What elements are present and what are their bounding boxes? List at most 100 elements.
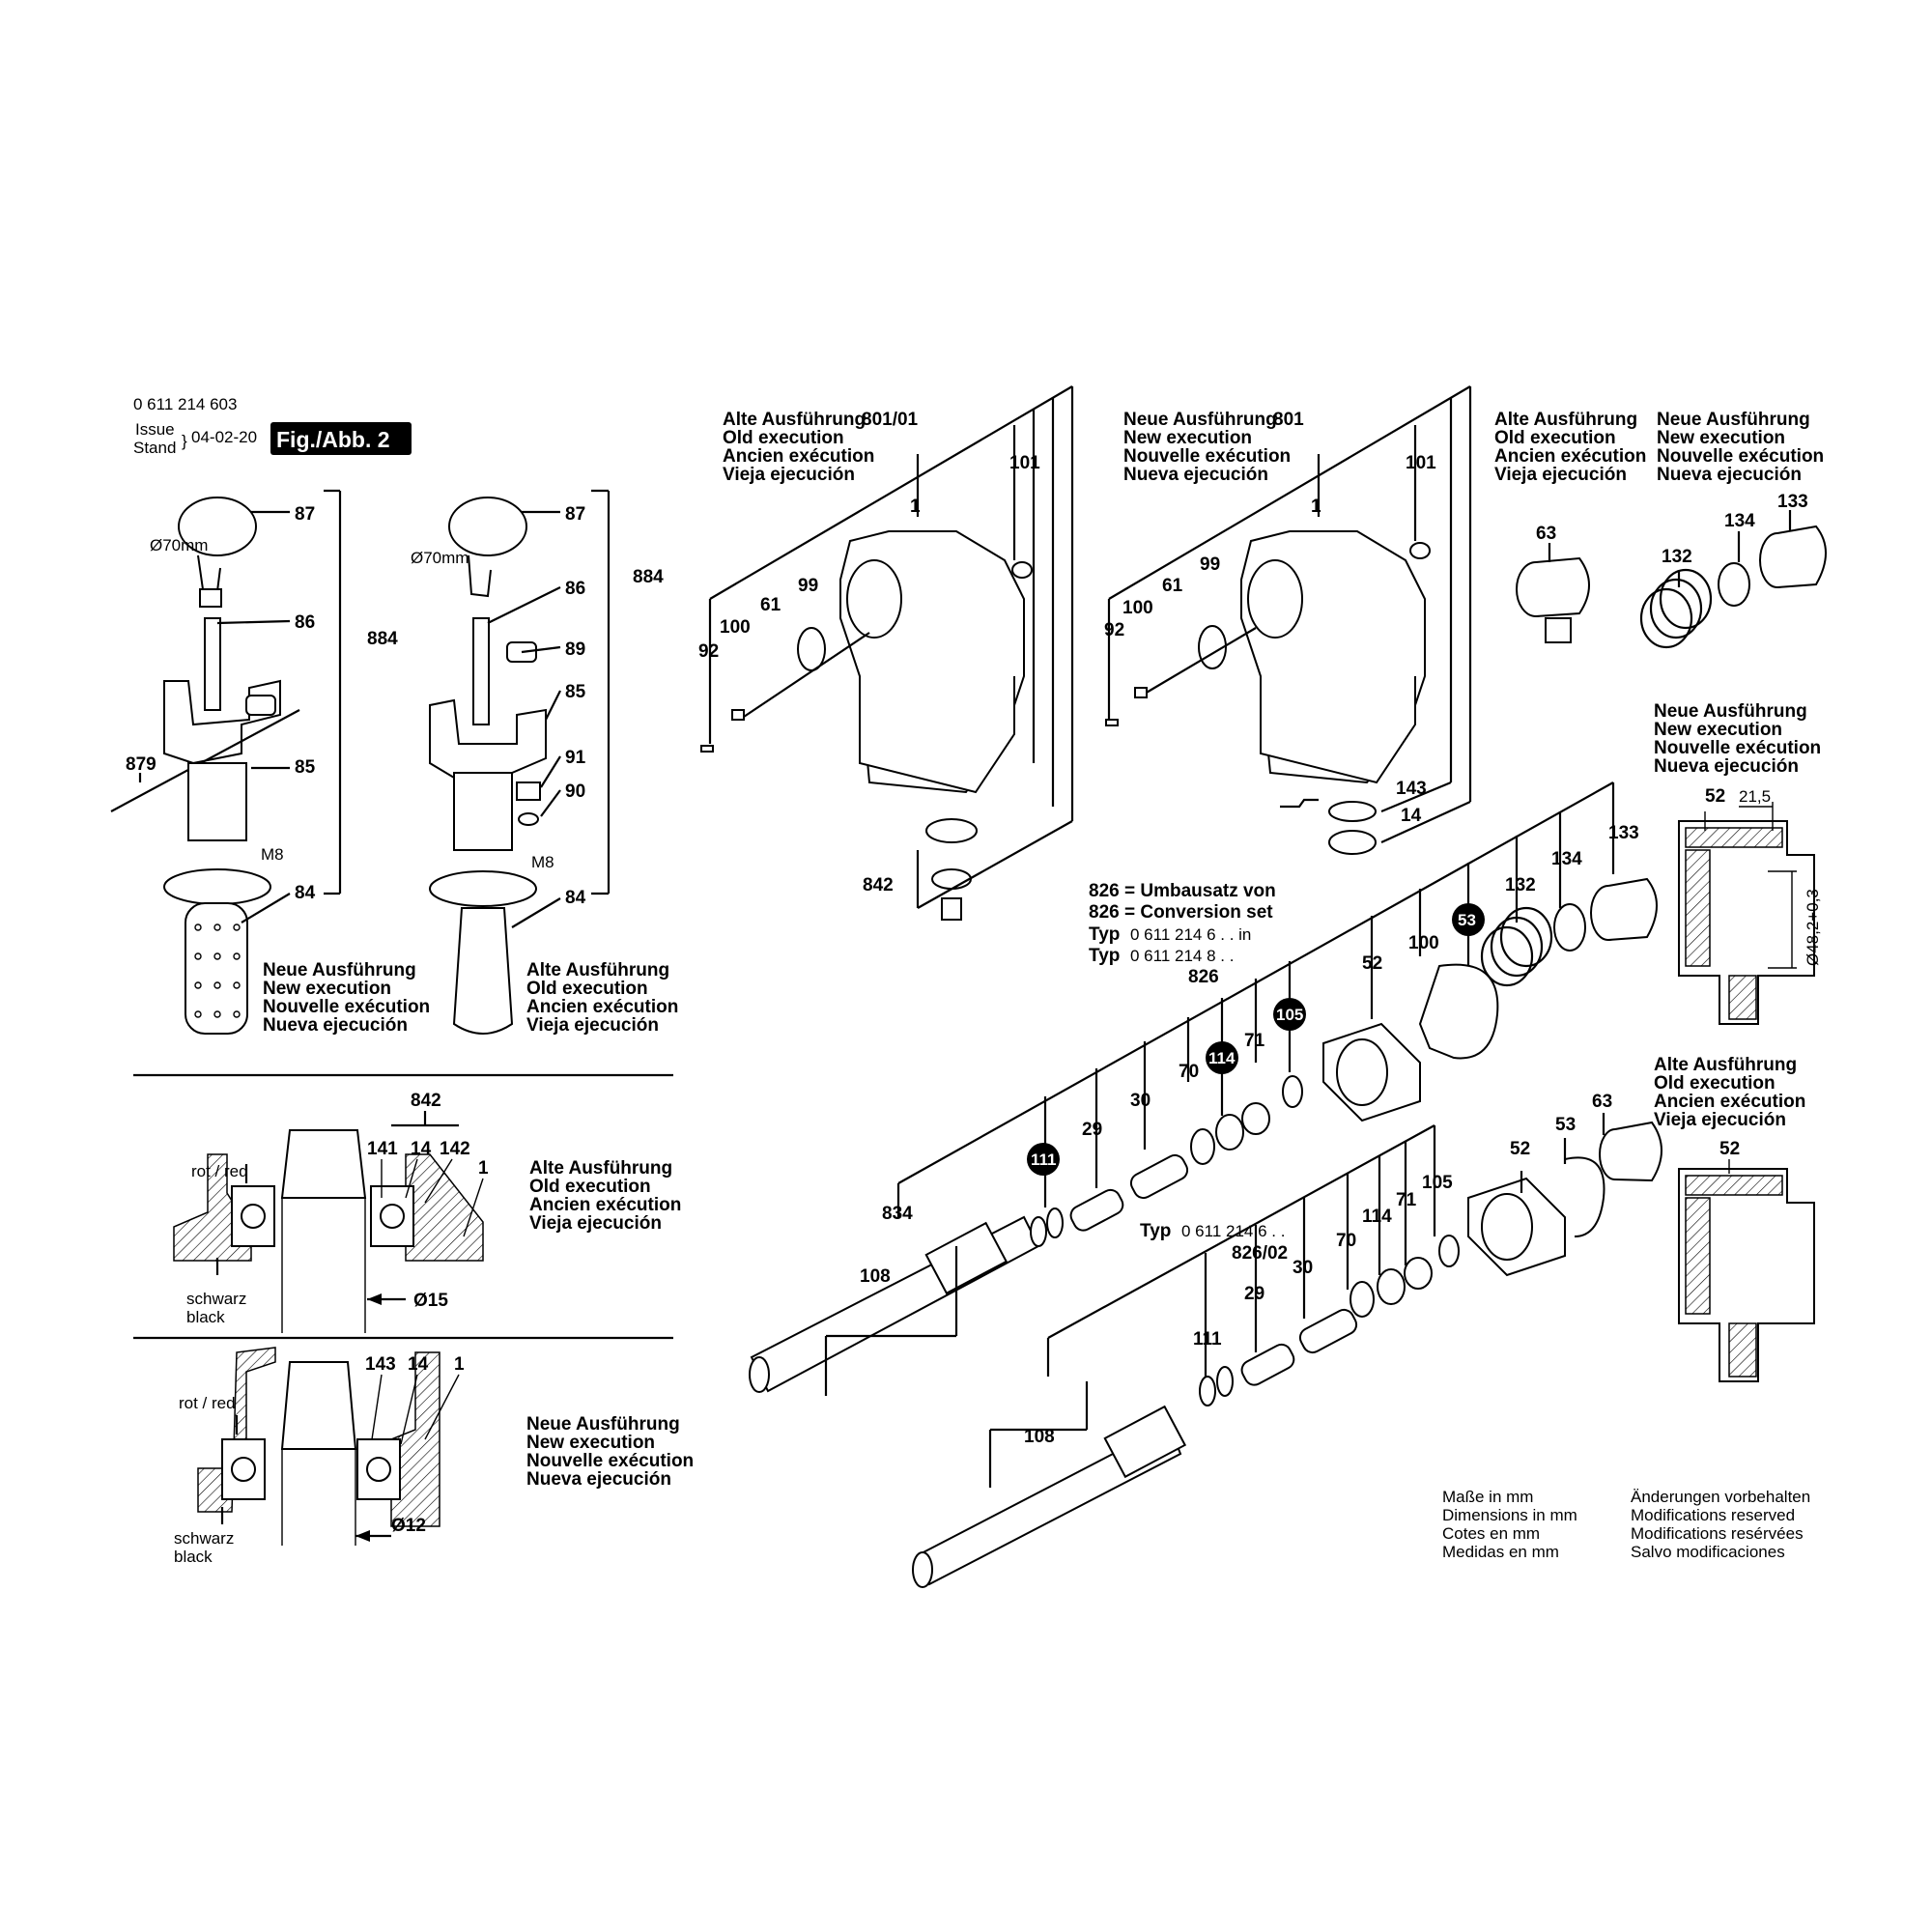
handle-stem xyxy=(453,772,513,851)
callout: 85 xyxy=(295,757,316,778)
callout: 884 xyxy=(633,567,664,587)
footer-dims: Maße in mm Dimensions in mm Cotes en mm … xyxy=(1442,1488,1577,1561)
callout: 100 xyxy=(1408,933,1439,953)
part-number: 0 611 214 603 xyxy=(133,395,237,413)
sleeve-133-body xyxy=(1607,877,1658,941)
group-label: 801 xyxy=(1273,410,1304,430)
dimension-label: 21,5 xyxy=(1739,787,1771,806)
assembly-upper: 133 134 132 53 100 52 105 71 114 70 30 2… xyxy=(749,781,1658,1396)
svg-text:Neue Ausführung: Neue Ausführung xyxy=(1657,410,1810,430)
bearing-14 xyxy=(1328,830,1377,855)
svg-text:Neue Ausführung: Neue Ausführung xyxy=(526,1414,680,1435)
svg-text:Vieja ejecución: Vieja ejecución xyxy=(526,1015,659,1036)
svg-text:New execution: New execution xyxy=(526,1433,655,1453)
svg-text:Nouvelle exécution: Nouvelle exécution xyxy=(526,1451,694,1471)
svg-text:Neue Ausführung: Neue Ausführung xyxy=(263,960,416,980)
callout: 14 xyxy=(408,1354,429,1375)
spring-132 xyxy=(1639,587,1693,649)
callout: 30 xyxy=(1293,1258,1313,1278)
callout: 142 xyxy=(440,1139,470,1159)
callout: 63 xyxy=(1536,524,1556,544)
numbered-callout-badge xyxy=(1206,1041,1238,1074)
hatch-foot xyxy=(1728,1322,1757,1378)
seal-143 xyxy=(1328,801,1377,822)
housing-new: Neue Ausführung New execution Nouvelle e… xyxy=(1104,385,1472,855)
callout: 87 xyxy=(295,504,315,525)
callout: 134 xyxy=(1551,849,1582,869)
spring-132 xyxy=(1480,925,1534,987)
brace-glyph: } xyxy=(182,432,187,450)
conversion-note: 826 = Umbausatz von 826 = Conversion set… xyxy=(1089,881,1276,987)
callout: 90 xyxy=(565,781,585,802)
callout: 71 xyxy=(1244,1031,1265,1051)
housing-old: Alte Ausführung Old execution Ancien exé… xyxy=(698,385,1074,921)
handle-washer xyxy=(163,868,271,905)
handle-stem xyxy=(187,762,247,841)
ring-134 xyxy=(1553,903,1586,952)
svg-text:Neue Ausführung: Neue Ausführung xyxy=(1654,701,1807,722)
callout: 114 xyxy=(1208,1049,1236,1067)
clamp-band-foot xyxy=(197,554,221,593)
callout: 89 xyxy=(565,639,585,660)
callout: 53 xyxy=(1555,1115,1576,1135)
clamp-band-87 xyxy=(178,497,257,556)
caption-new: Neue Ausführung New execution Nouvelle e… xyxy=(1657,410,1824,485)
svg-text:0 611 214 8 . .: 0 611 214 8 . . xyxy=(1130,947,1234,965)
washer-114 xyxy=(1215,1114,1244,1151)
washer-71 xyxy=(1241,1102,1270,1135)
callout: 61 xyxy=(760,595,781,615)
section-right xyxy=(405,1153,484,1262)
ring-111a xyxy=(1030,1216,1047,1247)
hatch-top xyxy=(1685,1175,1783,1196)
plug-101 xyxy=(1409,542,1431,559)
callout: 70 xyxy=(1179,1062,1199,1082)
handle-grip-84 xyxy=(452,907,514,1035)
callout: 52 xyxy=(1705,786,1725,807)
bolt-86 xyxy=(204,617,221,711)
caption-old: Alte Ausführung Old execution Ancien exé… xyxy=(526,960,678,1036)
piston-29 xyxy=(1240,1343,1295,1386)
handle-left: Ø70mm M8 87 86 884 85 879 84 Neue Ausfüh… xyxy=(110,489,430,1036)
callout: 133 xyxy=(1608,823,1639,843)
bearing-detail-new: rot / red schwarz black Ø12 143 14 1 Neu… xyxy=(174,1347,694,1566)
plate-53 xyxy=(1418,963,1499,1060)
spindle-gear xyxy=(1103,1405,1187,1479)
svg-text:Nouvelle exécution: Nouvelle exécution xyxy=(263,997,430,1017)
callout: 14 xyxy=(411,1139,432,1159)
housing-lower xyxy=(859,676,1015,794)
svg-text:Old execution: Old execution xyxy=(1494,428,1616,448)
housing-lower xyxy=(1260,676,1416,784)
svg-text:Maße in mm: Maße in mm xyxy=(1442,1488,1533,1506)
dimension-label: Ø48,2+0,3 xyxy=(1804,889,1822,966)
svg-text:826 = Conversion set: 826 = Conversion set xyxy=(1089,902,1273,923)
footer-changes: Änderungen vorbehalten Modifications res… xyxy=(1631,1488,1810,1561)
svg-text:Alte Ausführung: Alte Ausführung xyxy=(1654,1055,1797,1075)
numbered-callout-badge xyxy=(1273,998,1306,1031)
svg-text:Vieja ejecución: Vieja ejecución xyxy=(529,1213,662,1234)
callout: 1 xyxy=(910,497,921,517)
figure-tag: Fig./Abb. 2 xyxy=(276,427,390,452)
callout: 141 xyxy=(367,1139,398,1159)
callout: 143 xyxy=(1396,779,1427,799)
svg-text:Vieja ejecución: Vieja ejecución xyxy=(1654,1110,1786,1130)
diameter-label: Ø12 xyxy=(391,1516,426,1536)
sleeve-new: Neue Ausführung New execution Nouvelle e… xyxy=(1639,410,1827,649)
seal-profile xyxy=(1280,798,1319,809)
svg-text:Modifications resérvées: Modifications resérvées xyxy=(1631,1524,1804,1543)
depth-rod-879 xyxy=(110,709,300,812)
svg-text:Alte Ausführung: Alte Ausführung xyxy=(1494,410,1637,430)
svg-text:New execution: New execution xyxy=(1654,720,1782,740)
callout: 86 xyxy=(565,579,585,599)
handle-right: Ø70mm M8 87 86 884 89 85 91 90 84 Alte A… xyxy=(411,489,678,1036)
callout: 100 xyxy=(720,617,751,638)
svg-text:Alte Ausführung: Alte Ausführung xyxy=(529,1158,672,1179)
sleeve-63-body xyxy=(1535,556,1590,617)
callout: 99 xyxy=(798,576,818,596)
rot-label: rot / red xyxy=(179,1394,236,1412)
svg-text:New execution: New execution xyxy=(1123,428,1252,448)
circlip-105 xyxy=(1282,1075,1303,1108)
pin-61 xyxy=(1144,627,1257,695)
numbered-callout-badge xyxy=(1452,903,1485,936)
thread-label: M8 xyxy=(531,853,554,871)
svg-text:Nouvelle exécution: Nouvelle exécution xyxy=(1123,446,1291,467)
